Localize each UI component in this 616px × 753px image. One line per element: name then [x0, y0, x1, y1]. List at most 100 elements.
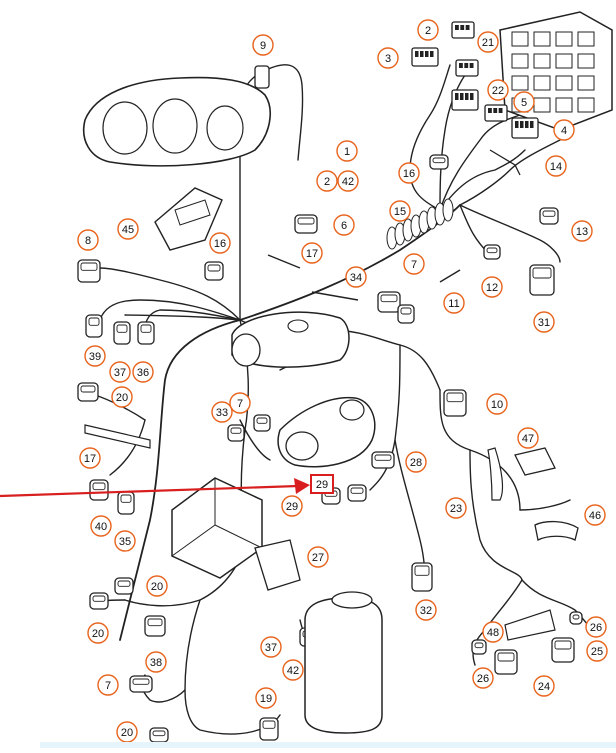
callout-number: 20 [116, 392, 128, 404]
bottle-body [304, 597, 383, 734]
grommet-ring [442, 198, 454, 222]
connector-31-latch [532, 267, 552, 279]
callout-38: 38 [145, 651, 167, 673]
connector-25-body [551, 637, 575, 663]
relay-slot [577, 31, 595, 47]
callout-circle [77, 229, 99, 251]
connector-22-pin [470, 93, 474, 100]
callout-3: 3 [377, 47, 399, 69]
callout-31: 31 [533, 311, 555, 333]
connector-22 [451, 89, 479, 111]
callout-circle [545, 155, 567, 177]
callout-number: 42 [287, 665, 299, 677]
connector-10 [443, 389, 467, 417]
connector-25-latch [554, 640, 572, 650]
harness-wire [144, 309, 241, 331]
callout-number: 34 [350, 272, 362, 284]
relay-slot [511, 75, 529, 91]
bracket-48 [504, 609, 556, 641]
callout-15: 15 [389, 200, 411, 222]
clip-16-latch [432, 157, 446, 164]
callout-number: 17 [84, 453, 96, 465]
callout-number: 5 [521, 97, 527, 109]
callout-number: 40 [95, 521, 107, 533]
callout-number: 13 [576, 226, 588, 238]
callout-circle [405, 451, 427, 473]
connector-21b-pin [464, 63, 469, 68]
connector-10-body [443, 389, 467, 417]
reservoir-neck [287, 319, 309, 333]
connector-7e [397, 304, 415, 324]
callout-circle [337, 170, 359, 192]
connector-3-pin [415, 51, 419, 57]
callout-number: 1 [344, 146, 350, 158]
callout-33: 33 [211, 401, 233, 423]
callout-19: 19 [255, 687, 277, 709]
callout-26: 26 [472, 667, 494, 689]
connector-21b-pin [459, 63, 463, 68]
harness-wire [119, 319, 241, 641]
callout-circle [517, 427, 539, 449]
relay-slot [577, 53, 595, 69]
connector-20d [149, 727, 169, 743]
connector-20b-latch [117, 580, 131, 587]
bracket-body [154, 187, 223, 251]
callout-number: 45 [122, 224, 134, 236]
harness-wire [459, 139, 561, 206]
callout-circle [132, 361, 154, 383]
callout-number: 17 [306, 248, 318, 260]
connector-35-latch [120, 494, 132, 503]
callout-26: 26 [585, 616, 607, 638]
callout-circle [146, 575, 168, 597]
relay-box [499, 11, 613, 131]
connector-28 [371, 451, 395, 469]
callout-number: 27 [312, 552, 324, 564]
connector-2-pin [465, 25, 470, 30]
connector-2 [451, 21, 475, 39]
callout-number: 16 [214, 238, 226, 250]
callout-circle [252, 34, 274, 56]
harness-wire [184, 599, 281, 735]
connector-20c [89, 592, 109, 610]
relay-slot [511, 31, 529, 47]
harness-wire [99, 299, 241, 321]
callout-circle [307, 546, 329, 568]
callout-circle [586, 640, 608, 662]
callout-45: 45 [117, 218, 139, 240]
connector-7c-latch [256, 417, 268, 424]
connector-22-pin [465, 93, 469, 100]
connector-32 [411, 562, 433, 592]
control-unit-plug [254, 539, 301, 591]
callout-circle [533, 311, 555, 333]
connector-5 [484, 104, 508, 122]
callout-13: 13 [571, 220, 593, 242]
relay-slot [511, 53, 529, 69]
washer-bottle [304, 591, 383, 734]
callout-circle [114, 530, 136, 552]
callout-number: 26 [590, 622, 602, 634]
callout-16: 16 [209, 232, 231, 254]
callout-circle [281, 495, 303, 517]
connector-7e-latch [400, 307, 412, 315]
callout-4: 4 [553, 119, 575, 141]
cable-17 [267, 254, 301, 269]
callout-number: 23 [450, 503, 462, 515]
callout-circle [472, 667, 494, 689]
connector-40 [89, 479, 109, 501]
connector-37 [113, 321, 131, 345]
connector-7c [253, 414, 271, 432]
callout-circle [84, 345, 106, 367]
callout-number: 6 [341, 220, 347, 232]
bottom-strip [40, 742, 616, 748]
connector-25 [551, 637, 575, 663]
sensor-12 [483, 244, 501, 260]
clip-16-body [429, 154, 449, 170]
callout-circle [584, 504, 606, 526]
callout-number: 3 [385, 53, 391, 65]
strip-17 [84, 424, 151, 449]
harness-wire [459, 204, 561, 263]
callout-number: 42 [342, 176, 354, 188]
connector-3 [411, 47, 439, 67]
callout-20: 20 [87, 622, 109, 644]
cable-tie-14 [489, 149, 521, 176]
